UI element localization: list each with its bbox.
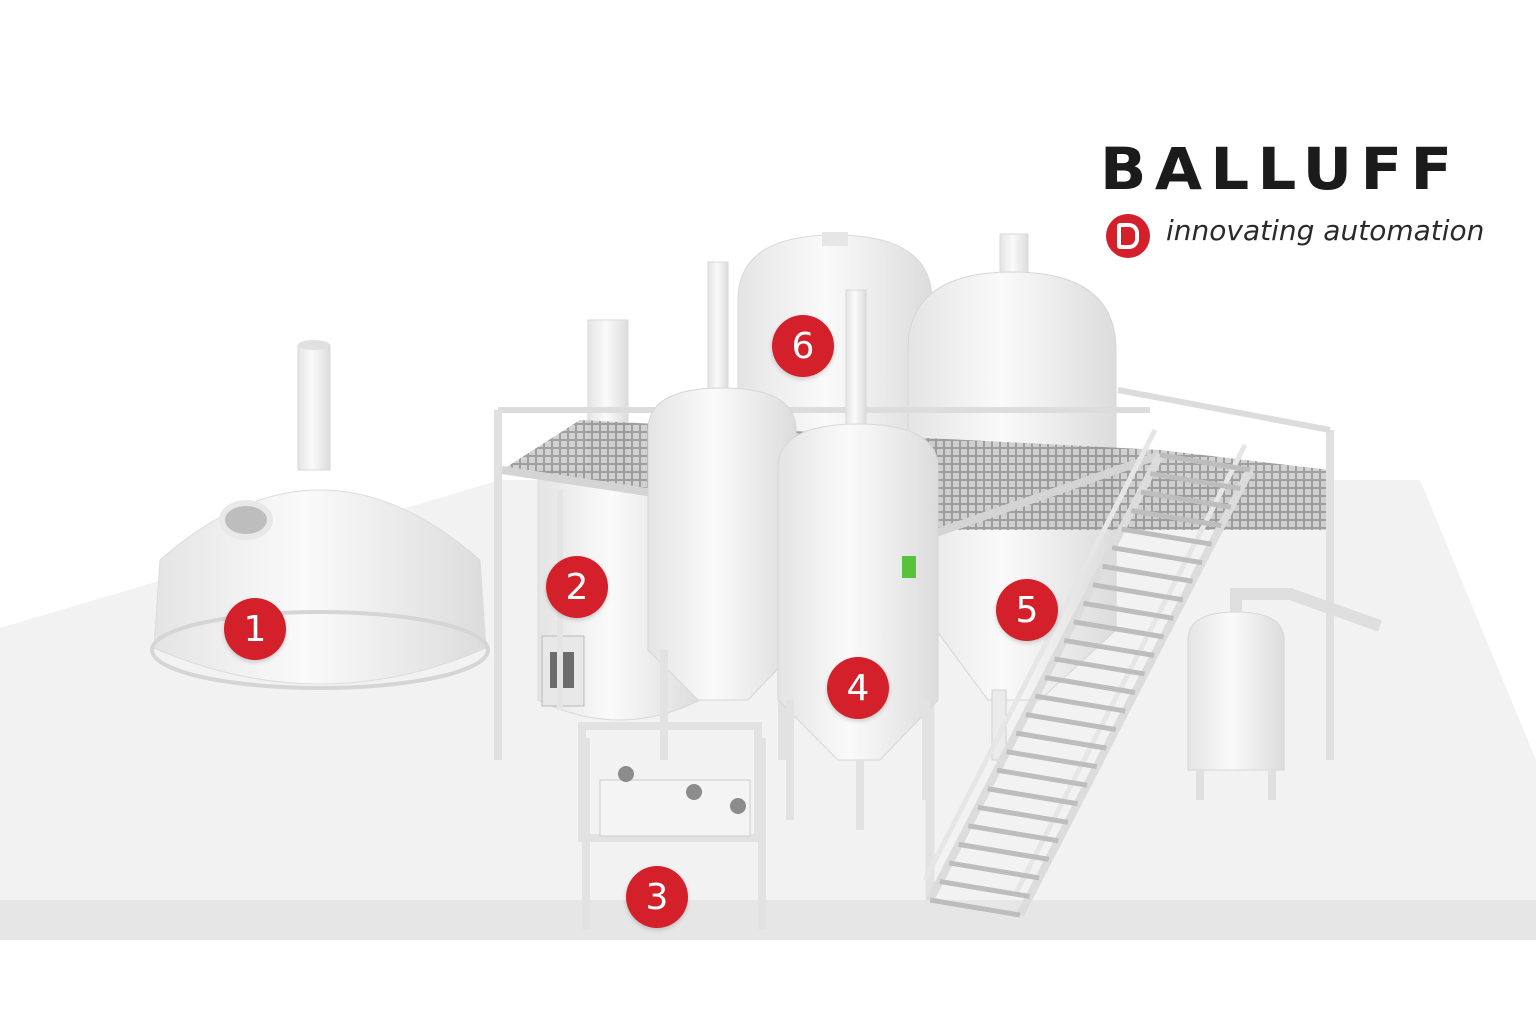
stair-step xyxy=(1006,749,1098,770)
brand-logo-icon xyxy=(1106,214,1150,258)
stair-step xyxy=(1102,563,1193,584)
stair-step xyxy=(1015,730,1107,751)
brand-wordmark: BALLUFF xyxy=(1100,135,1461,203)
stair-step xyxy=(967,823,1059,844)
stair-step xyxy=(1063,637,1155,658)
marker-3[interactable]: 3 xyxy=(626,866,688,928)
marker-1[interactable]: 1 xyxy=(224,598,286,660)
stair-step xyxy=(1130,508,1222,529)
marker-4[interactable]: 4 xyxy=(827,657,889,719)
conical-fermenter xyxy=(777,289,939,830)
stair-steps xyxy=(929,452,1251,918)
marker-6[interactable]: 6 xyxy=(772,315,834,377)
stair-step xyxy=(1025,712,1117,733)
marker-2[interactable]: 2 xyxy=(546,556,608,618)
stair-step xyxy=(1140,489,1232,510)
stair-step xyxy=(1044,675,1136,695)
brewing-kettle xyxy=(150,340,490,690)
stair-step xyxy=(939,878,1030,899)
stair-step xyxy=(1159,452,1251,473)
stair-step xyxy=(1121,526,1213,547)
stair-step xyxy=(958,841,1050,862)
stair-step xyxy=(1111,545,1203,566)
brand-tagline: innovating automation xyxy=(1166,214,1485,247)
separator-tank xyxy=(1187,588,1383,800)
fermenter-left xyxy=(647,261,797,760)
stair-step xyxy=(1150,471,1241,492)
pipe-manifold xyxy=(578,722,766,930)
stair-step xyxy=(1054,656,1145,677)
stair-step xyxy=(1073,619,1165,640)
stair-step xyxy=(996,767,1088,788)
stair-step xyxy=(987,786,1078,807)
marker-5[interactable]: 5 xyxy=(996,579,1058,641)
stair-step xyxy=(929,897,1021,918)
stair-step xyxy=(1092,582,1184,603)
stair-step xyxy=(948,860,1040,881)
stair-step xyxy=(1082,600,1174,621)
stair-step xyxy=(977,804,1069,825)
stair-step xyxy=(1035,693,1126,714)
